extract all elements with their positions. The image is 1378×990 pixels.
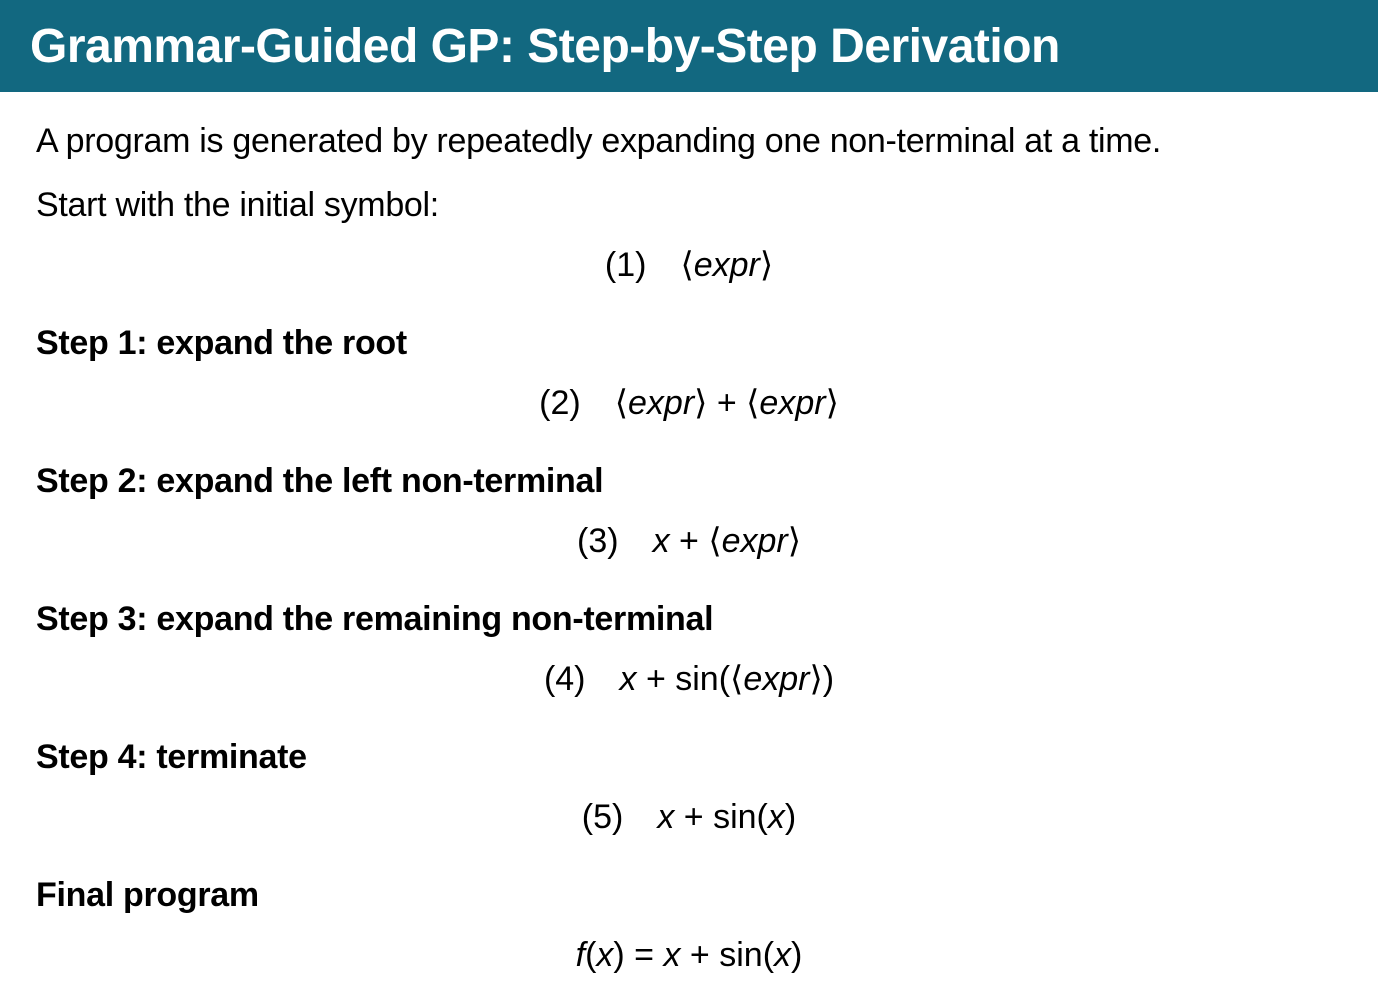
slide-header-bar: Grammar-Guided GP: Step-by-Step Derivati… (0, 0, 1378, 92)
equation-number: (3) (577, 522, 619, 560)
slide-title: Grammar-Guided GP: Step-by-Step Derivati… (30, 19, 1060, 73)
math-token: expr (759, 384, 826, 422)
equation-expression: x + sin(x) (657, 798, 796, 836)
equation: (2)⟨expr⟩ + ⟨expr⟩ (36, 380, 1342, 426)
step-heading: Step 2: expand the left non-terminal (36, 462, 604, 500)
math-token: + sin( (680, 936, 775, 974)
math-token: x (657, 798, 675, 836)
derivation-block: Step 4: terminate (5) x + sin(x) (36, 734, 1342, 840)
equation-number: (5) (581, 798, 624, 836)
math-token: expr (721, 522, 788, 560)
math-token: ) (822, 660, 835, 698)
equation: f(x) = x + sin(x) (36, 932, 1342, 978)
math-token: ⟩ (787, 522, 801, 560)
step-heading: Final program (36, 876, 259, 914)
equation: (1) ⟨expr⟩ (36, 242, 1342, 288)
math-token: ⟩ (694, 384, 708, 422)
math-token: ⟨ (614, 384, 628, 422)
math-token: + (707, 384, 747, 422)
math-token: x (774, 936, 792, 974)
math-token: ) = (613, 936, 664, 974)
intro-start-symbol-label: Start with the initial symbol: (36, 186, 439, 224)
math-token: ⟨ (730, 660, 744, 698)
math-token: x (767, 798, 785, 836)
math-token: ⟩ (809, 660, 823, 698)
math-token: ⟨ (746, 384, 760, 422)
equation: (3) x + ⟨expr⟩ (36, 518, 1342, 564)
intro-sentence: A program is generated by repeatedly exp… (36, 122, 1162, 160)
step-heading: Step 1: expand the root (36, 324, 407, 362)
equation-number: (2) (539, 384, 581, 422)
math-token: x (652, 522, 670, 560)
math-token: x (619, 660, 637, 698)
math-token: + sin( (674, 798, 768, 836)
math-token: ⟨ (680, 246, 694, 284)
math-token: x (596, 936, 614, 974)
math-token: expr (693, 246, 760, 284)
math-token: ) (791, 936, 803, 974)
math-token: + (669, 522, 709, 560)
derivation-block: Step 3: expand the remaining non-termina… (36, 596, 1342, 702)
derivation-blocks: (1)⟨expr⟩ Step 1: expand the root (2)⟨ex… (36, 242, 1342, 978)
math-token: ( (585, 936, 597, 974)
equation-number: (4) (543, 660, 586, 698)
math-token: x (663, 936, 681, 974)
math-token: ⟩ (759, 246, 774, 284)
step-heading: Step 4: terminate (36, 738, 307, 776)
math-token: f (575, 936, 586, 974)
derivation-block: (1) ⟨expr⟩ (36, 242, 1342, 288)
equation-expression: ⟨expr⟩ (680, 246, 773, 284)
equation-number: (1) (604, 246, 647, 284)
math-token: expr (628, 384, 695, 422)
derivation-block: Final program f(x) = x + sin(x) (36, 872, 1342, 978)
math-token: ) (784, 798, 797, 836)
derivation-block: Step 2: expand the left non-terminal (3)… (36, 458, 1342, 564)
equation-expression: ⟨expr⟩ + ⟨expr⟩ (615, 384, 839, 422)
math-token: ⟨ (708, 522, 722, 560)
math-token: expr (743, 660, 810, 698)
math-token: ⟩ (825, 384, 839, 422)
equation-expression: x + ⟨expr⟩ (653, 522, 801, 560)
equation: (4) x + sin(⟨expr⟩) (36, 656, 1342, 702)
derivation-block: Step 1: expand the root (2)⟨expr⟩ + ⟨exp… (36, 320, 1342, 426)
equation-expression: f(x) = x + sin(x) (576, 936, 803, 974)
equation-expression: x + sin(⟨expr⟩) (620, 660, 835, 698)
slide-body: A program is generated by repeatedly exp… (0, 118, 1378, 978)
math-token: + sin( (636, 660, 731, 698)
step-heading: Step 3: expand the remaining non-termina… (36, 600, 714, 638)
equation: (5) x + sin(x) (36, 794, 1342, 840)
